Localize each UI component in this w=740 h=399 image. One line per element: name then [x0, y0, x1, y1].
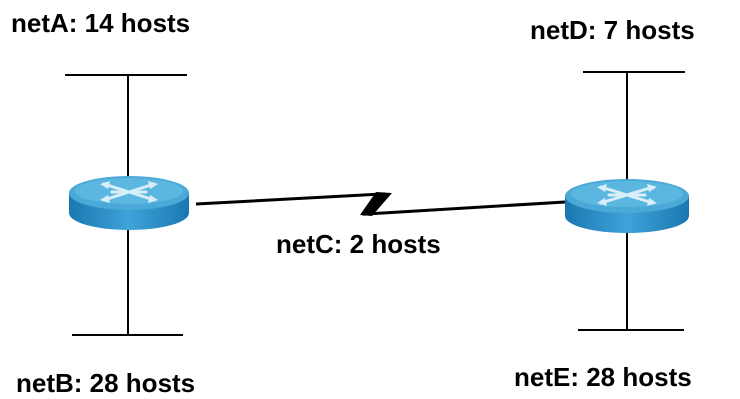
router-arrows-icon	[102, 182, 156, 202]
network-label-netB: netB: 28 hosts	[16, 368, 196, 398]
router-arrows-icon	[599, 185, 655, 205]
router-right	[565, 179, 689, 233]
network-label-netE: netE: 28 hosts	[514, 362, 692, 392]
serial-link-bolt	[360, 192, 392, 216]
network-label-netD: netD: 7 hosts	[530, 15, 695, 45]
router-left	[69, 176, 189, 230]
network-label-netC: netC: 2 hosts	[276, 229, 441, 259]
network-label-netA: netA: 14 hosts	[11, 8, 191, 38]
